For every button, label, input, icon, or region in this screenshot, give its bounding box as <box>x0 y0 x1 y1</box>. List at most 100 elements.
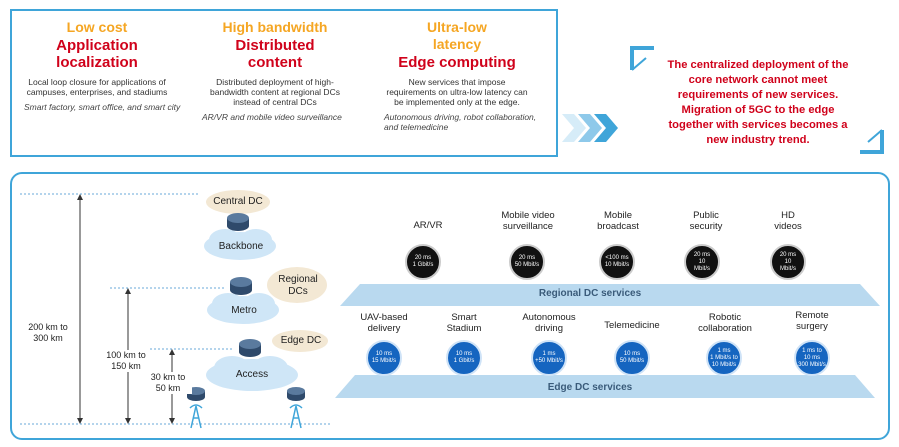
service-remote-surgery: Remote surgery <box>772 310 852 332</box>
access-label: Access <box>235 369 269 380</box>
distance-label-2: 100 km to 150 km <box>96 350 156 372</box>
service-mobile-video: Mobile video surveillance <box>486 210 570 232</box>
metro-cloud <box>207 293 279 324</box>
label-line: DCs <box>288 286 308 297</box>
service-telemedicine: Telemedicine <box>592 320 672 331</box>
label-line: 300 km <box>33 333 63 343</box>
service-name: Autonomous <box>522 312 576 323</box>
regional-band-shape <box>340 284 880 306</box>
metric: 20 ms <box>779 251 797 258</box>
trend-callout: The centralized deployment of the core n… <box>628 44 886 156</box>
benefit-ultra-low-latency: Ultra-low latency <box>372 19 542 53</box>
requirement-circle: 20 ms 1 Gbit/s <box>405 244 441 280</box>
access-cloud <box>206 356 298 391</box>
central-dc-bubble <box>206 190 270 214</box>
service-name: Smart <box>451 312 477 323</box>
benefit-low-cost: Low cost <box>66 19 128 35</box>
ultra-low-latency-column: Ultra-low latency Edge computing New ser… <box>372 19 542 132</box>
metric: +50 Mbit/s <box>535 358 563 364</box>
requirement-circle: 10 ms 1 Gbit/s <box>446 340 482 376</box>
service-robotic-collaboration: Robotic collaboration <box>680 312 770 334</box>
service-autonomous-driving: Autonomous driving <box>504 312 594 334</box>
regional-dcs-label: Regional DCs <box>272 274 324 298</box>
requirement-circle: 10 ms 15 Mbit/s <box>366 340 402 376</box>
distance-label-3: 30 km to 50 km <box>144 372 192 394</box>
column-examples: Autonomous driving, robot collaboration,… <box>384 112 537 132</box>
central-dc-label: Central DC <box>213 196 263 207</box>
metric: 10 ms <box>455 351 473 357</box>
service-ar-vr: AR/VR <box>388 220 468 231</box>
trend-statement: The centralized deployment of the core n… <box>642 58 874 148</box>
service-name: UAV-based <box>360 312 408 323</box>
metric: 300 Mbit/s <box>798 361 826 368</box>
metro-label: Metro <box>231 305 257 316</box>
metric: 1 ms to <box>802 347 822 354</box>
router-icon <box>287 387 305 401</box>
metric: 20 ms <box>693 251 711 258</box>
label-line: 30 km to <box>150 372 186 382</box>
service-name: security <box>689 221 723 232</box>
service-uav-delivery: UAV-based delivery <box>344 312 424 334</box>
metric: 1 ms <box>717 347 731 354</box>
requirement-circle: 20 ms 50 Mbit/s <box>509 244 545 280</box>
metric: Mbit/s <box>693 265 710 272</box>
metric: Mbit/s <box>779 265 796 272</box>
metric: 10 ms <box>623 351 641 357</box>
trend-line: together with services becomes a <box>668 119 848 131</box>
metric: 10 ms <box>375 351 393 357</box>
column-examples: AR/VR and mobile video surveillance <box>202 112 342 122</box>
label-line: 200 km to <box>28 322 68 332</box>
corner-brackets <box>630 46 884 154</box>
trend-line: requirements of new services. <box>677 89 839 101</box>
benefit-line: Ultra-low <box>427 19 487 35</box>
router-icon <box>239 339 261 357</box>
service-name: broadcast <box>597 221 639 232</box>
metric: 20 ms <box>414 255 432 261</box>
tech-line: localization <box>56 54 138 71</box>
tech-line: content <box>247 54 303 71</box>
metric: 10 Mbit/s <box>711 361 737 368</box>
regional-dcs-bubble <box>267 267 327 303</box>
service-hd-videos: HD videos <box>748 210 828 232</box>
column-description: New services that impose requirements on… <box>386 77 528 107</box>
edge-band-shape <box>335 375 875 398</box>
trend-line: The centralized deployment of the <box>667 59 849 71</box>
low-cost-column: Low cost Application localization Local … <box>12 19 182 112</box>
metric: 1 Gbit/s <box>453 358 475 364</box>
requirement-circle: 1 ms +50 Mbit/s <box>531 340 567 376</box>
high-bandwidth-column: High bandwidth Distributed content Distr… <box>190 19 360 122</box>
service-name: Remote <box>795 310 829 321</box>
benefit-line: latency <box>432 36 482 52</box>
requirement-circle: 20 ms 10 Mbit/s <box>770 244 806 280</box>
service-name: videos <box>774 221 802 232</box>
metric: 50 Mbit/s <box>514 262 540 268</box>
antenna-tower-icon <box>189 404 203 429</box>
antenna-tower-icon <box>289 404 303 429</box>
trend-line: Migration of 5GC to the edge <box>681 104 835 116</box>
trend-line: core network cannot meet <box>688 74 828 86</box>
requirement-circle: 10 ms 50 Mbit/s <box>614 340 650 376</box>
benefits-panel: Low cost Application localization Local … <box>10 9 558 157</box>
metric: 10 Mbit/s <box>604 262 630 268</box>
metric: 50 Mbit/s <box>619 358 645 364</box>
tech-line: Application <box>56 37 138 54</box>
metric: 1 ms <box>542 351 556 357</box>
backbone-label: Backbone <box>218 241 264 252</box>
service-name: driving <box>535 323 563 334</box>
service-name: surgery <box>796 321 828 332</box>
tech-edge-computing: Edge computing <box>398 54 516 71</box>
requirement-circle: 1 ms to 10 ms 300 Mbit/s <box>794 340 830 376</box>
service-name: Public <box>693 210 719 221</box>
service-name: delivery <box>367 323 401 334</box>
metric: <100 ms <box>605 255 629 261</box>
tech-distributed-content: Distributed content <box>190 37 360 71</box>
label-line: 100 km to <box>106 350 146 360</box>
edge-dc-label: Edge DC <box>280 335 322 346</box>
service-name: Robotic <box>708 312 742 323</box>
column-description: Local loop closure for applications of c… <box>26 77 168 97</box>
service-name: surveillance <box>502 221 554 232</box>
benefit-high-bandwidth: High bandwidth <box>222 19 328 35</box>
edge-band-label: Edge DC services <box>547 382 633 393</box>
